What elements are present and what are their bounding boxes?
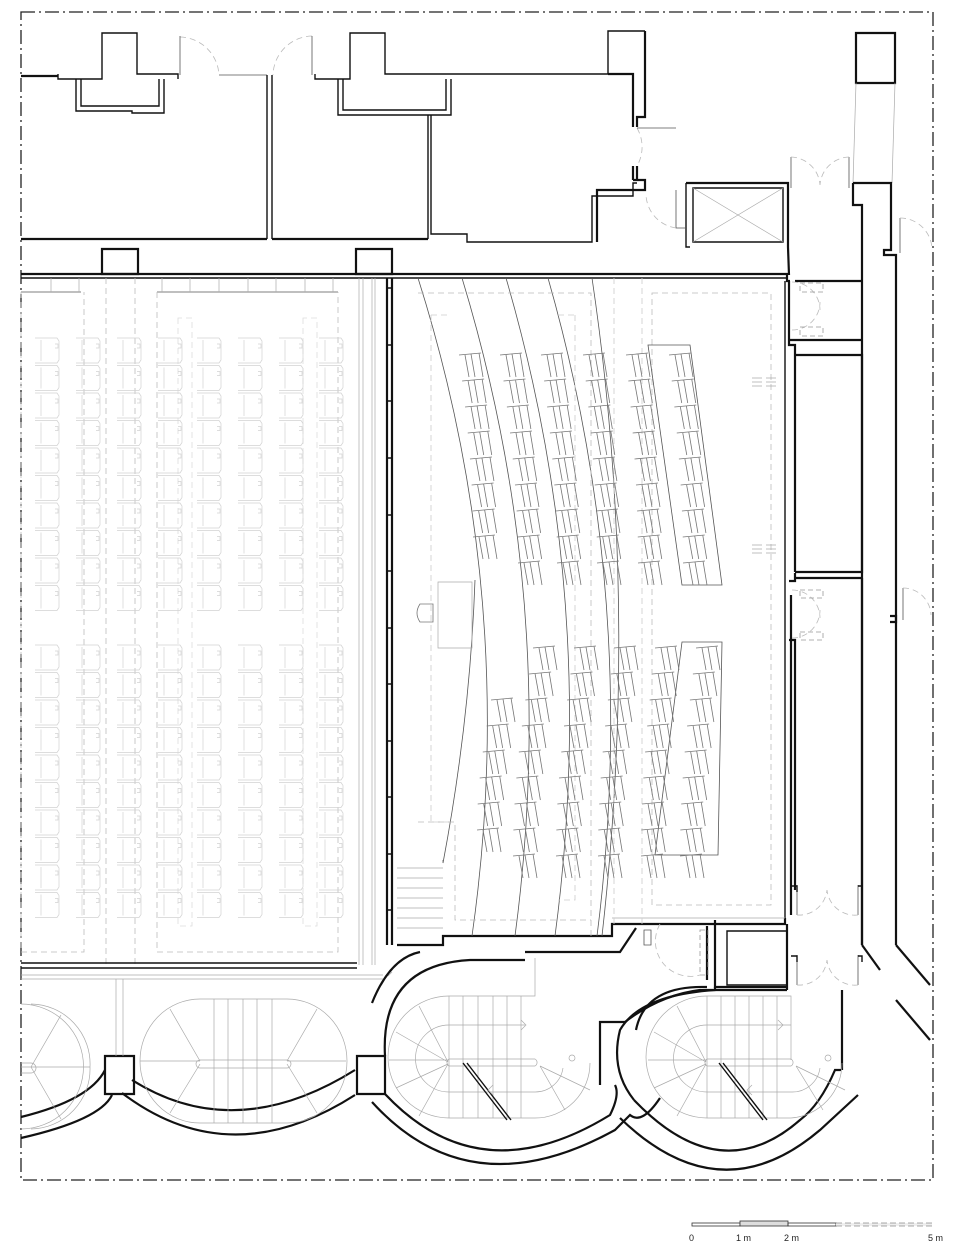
flat-hall bbox=[20, 278, 393, 980]
scale-label-5m: 5 m bbox=[928, 1233, 943, 1243]
scale-label-0: 0 bbox=[689, 1233, 694, 1243]
scale-bar: 0 1 m 2 m 5 m bbox=[689, 1220, 943, 1243]
east-corridor bbox=[851, 181, 933, 1041]
tiered-auditorium bbox=[416, 277, 776, 937]
scale-label-1m: 1 m bbox=[736, 1233, 751, 1243]
site-boundary bbox=[20, 11, 934, 1181]
scale-label-2m: 2 m bbox=[784, 1233, 799, 1243]
tiered-seating bbox=[458, 352, 721, 879]
auditorium-bottom bbox=[397, 867, 789, 990]
top-rooms bbox=[21, 30, 897, 276]
flat-seating bbox=[35, 337, 344, 918]
auditorium-walls bbox=[21, 247, 864, 986]
stair-towers bbox=[20, 950, 859, 1171]
